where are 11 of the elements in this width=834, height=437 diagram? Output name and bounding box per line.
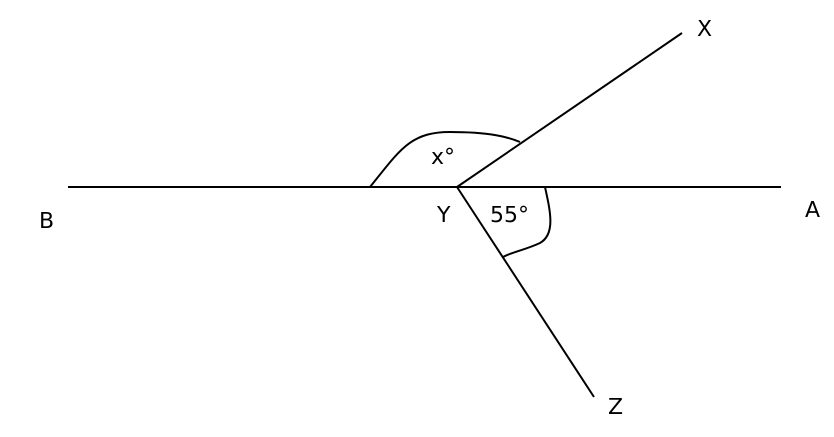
line-segment [456,186,595,398]
line-segment [457,186,781,188]
point-label: A [805,198,820,224]
point-label: Z [608,395,624,421]
line-segment [68,186,457,188]
line-segment [456,32,683,188]
point-label: B [39,209,54,235]
point-label: X [697,17,712,43]
point-label: Y [437,203,450,229]
angle-label: 55° [490,203,529,229]
angle-label: x° [431,145,456,171]
